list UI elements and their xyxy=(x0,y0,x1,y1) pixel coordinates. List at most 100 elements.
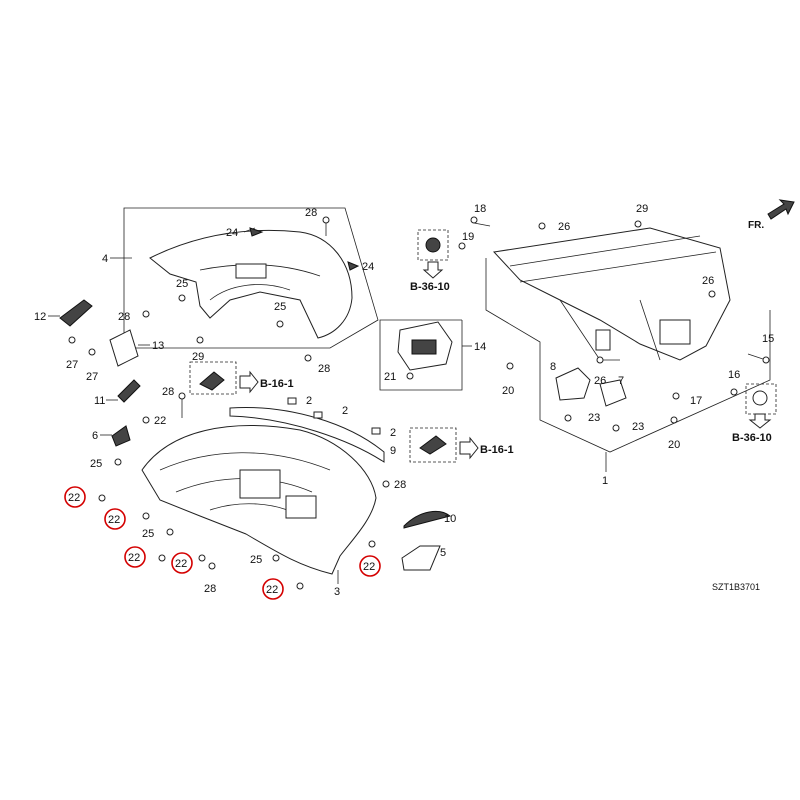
screw-28-top[interactable] xyxy=(322,216,330,224)
clip-2-c[interactable] xyxy=(371,427,381,435)
hanger-beam-group xyxy=(458,216,771,453)
vent-12[interactable] xyxy=(59,299,93,327)
callout-29: 29 xyxy=(636,203,648,215)
reference-b36-10: B-36-10 xyxy=(410,281,450,293)
screw-23-b[interactable] xyxy=(612,424,620,432)
clip-24-right[interactable] xyxy=(347,261,360,271)
module-connector xyxy=(411,339,437,355)
callout-28: 28 xyxy=(305,207,317,219)
group-bracket-1 xyxy=(485,258,771,453)
clip-25-dash[interactable] xyxy=(114,458,122,466)
bracket-7[interactable] xyxy=(599,379,627,407)
screw-22-h3[interactable] xyxy=(158,554,166,562)
bolt-18[interactable] xyxy=(470,216,478,224)
callout-26: 26 xyxy=(594,375,606,387)
callout-5: 5 xyxy=(440,547,446,559)
clip-25-mid[interactable] xyxy=(276,320,284,328)
callout-22-highlighted: 22 xyxy=(363,561,375,573)
dashboard-body[interactable] xyxy=(141,425,377,575)
front-direction-arrow xyxy=(767,199,795,220)
callout-8: 8 xyxy=(550,361,556,373)
center-opening xyxy=(239,469,281,499)
vent-6[interactable] xyxy=(111,425,131,447)
grommet-ref-right xyxy=(752,390,768,406)
callout-4: 4 xyxy=(102,253,108,265)
screw-22-h6[interactable] xyxy=(368,540,376,548)
screw-22-h4[interactable] xyxy=(198,554,206,562)
dashboard-main-group xyxy=(98,392,452,590)
bolt-15[interactable] xyxy=(762,356,770,364)
nut-26-center[interactable] xyxy=(596,356,604,364)
reference-box-b36-10-top xyxy=(417,229,449,261)
trim-10[interactable] xyxy=(403,510,452,529)
screw-28-dash[interactable] xyxy=(178,392,186,400)
callout-25: 25 xyxy=(176,278,188,290)
bolt-20-right[interactable] xyxy=(670,416,678,424)
callout-28: 28 xyxy=(204,583,216,595)
callout-22-highlighted: 22 xyxy=(68,492,80,504)
clip-2-b[interactable] xyxy=(313,411,323,419)
callout-25: 25 xyxy=(274,301,286,313)
group-bracket-14 xyxy=(379,319,463,391)
screw-22-a[interactable] xyxy=(142,416,150,424)
highlight-circle xyxy=(104,508,126,530)
screw-29-top[interactable] xyxy=(634,220,642,228)
callout-28: 28 xyxy=(394,479,406,491)
callout-22-highlighted: 22 xyxy=(108,514,120,526)
screw-28-vent[interactable] xyxy=(142,310,150,318)
bolt-16[interactable] xyxy=(730,388,738,396)
screw-27-a[interactable] xyxy=(68,336,76,344)
callout-15: 15 xyxy=(762,333,774,345)
bolt-17[interactable] xyxy=(672,392,680,400)
screw-23-a[interactable] xyxy=(564,414,572,422)
bolt-20-left[interactable] xyxy=(506,362,514,370)
nut-26-right[interactable] xyxy=(708,290,716,298)
arrow-b36-10-right xyxy=(748,413,772,429)
callout-18: 18 xyxy=(474,203,486,215)
module-14-group xyxy=(379,319,463,391)
arrow-b16-1-top xyxy=(239,370,259,394)
vent-13[interactable] xyxy=(109,329,139,367)
reference-b36-10: B-36-10 xyxy=(732,432,772,444)
callout-12: 12 xyxy=(34,311,46,323)
callout-2: 2 xyxy=(342,405,348,417)
vent-11[interactable] xyxy=(117,379,141,403)
callout-27: 27 xyxy=(66,359,78,371)
callout-24: 24 xyxy=(226,227,238,239)
bracket-ref-mid xyxy=(419,435,447,455)
nut-26-top[interactable] xyxy=(538,222,546,230)
callout-25: 25 xyxy=(90,458,102,470)
clip-2-a[interactable] xyxy=(287,397,297,405)
bracket-8[interactable] xyxy=(555,367,591,401)
clip-25-bottom[interactable] xyxy=(272,554,280,562)
hanger-beam-frame[interactable] xyxy=(492,227,731,361)
cover-5[interactable] xyxy=(401,545,441,571)
upper-cover-group xyxy=(123,207,379,362)
clip-25-lower[interactable] xyxy=(166,528,174,536)
screw-28-lower[interactable] xyxy=(208,562,216,570)
highlight-circle xyxy=(262,578,284,600)
screw-28-right[interactable] xyxy=(382,480,390,488)
screw-29[interactable] xyxy=(196,336,204,344)
left-small-parts xyxy=(59,299,204,447)
callout-23: 23 xyxy=(588,412,600,424)
screw-28-bottom[interactable] xyxy=(304,354,312,362)
callout-20: 20 xyxy=(502,385,514,397)
trim-strip-9[interactable] xyxy=(229,406,385,463)
reference-b16-1: B-16-1 xyxy=(480,444,514,456)
upper-cover-shell[interactable] xyxy=(149,229,353,339)
bracket-ref-top xyxy=(199,371,225,391)
screw-27-b[interactable] xyxy=(88,348,96,356)
highlight-circle xyxy=(124,546,146,568)
clip-24-top[interactable] xyxy=(249,227,264,237)
screw-22-h1[interactable] xyxy=(98,494,106,502)
clip-25-left[interactable] xyxy=(178,294,186,302)
hanger-bracket-center xyxy=(595,329,611,351)
screw-21[interactable] xyxy=(406,372,414,380)
highlight-circle xyxy=(359,555,381,577)
bolt-19[interactable] xyxy=(458,242,466,250)
arrow-b36-10-top xyxy=(422,261,444,279)
screw-22-h5[interactable] xyxy=(296,582,304,590)
callout-16: 16 xyxy=(728,369,740,381)
screw-22-h2[interactable] xyxy=(142,512,150,520)
